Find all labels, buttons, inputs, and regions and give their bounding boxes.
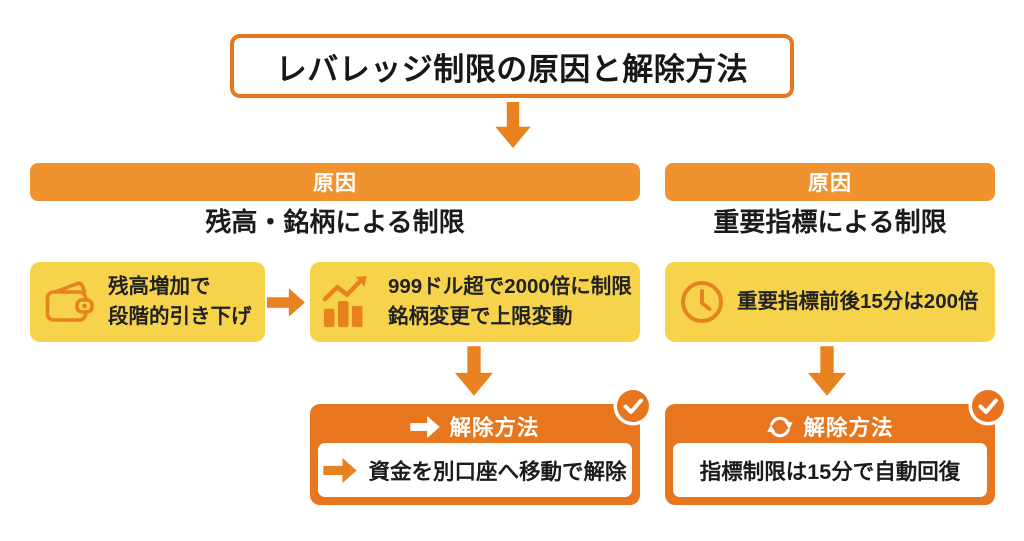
cause-box-balance-text: 残高増加で 段階的引き下げ	[108, 275, 252, 328]
arrow-right-icon	[410, 415, 441, 438]
subtitle-indicator-limit: 重要指標による制限	[713, 207, 947, 237]
check-badge-icon	[968, 386, 1008, 426]
cause-box-symbol: 999ドル超で2000倍に制限 銘柄変更で上限変動	[310, 262, 640, 342]
cause-box-indicator: 重要指標前後15分は200倍	[665, 262, 995, 342]
page-title: レバレッジ制限の原因と解除方法	[230, 34, 794, 98]
solution-box-left: 解除方法 資金を別口座へ移動で解除	[310, 404, 640, 505]
solution-right-title: 解除方法	[803, 416, 894, 440]
cause-banner-left-label: 原因	[313, 172, 357, 195]
page-title-text: レバレッジ制限の原因と解除方法	[275, 51, 749, 87]
solution-left-header: 解除方法	[318, 410, 632, 443]
solution-right-body-text: 指標制限は15分で自動回復	[699, 459, 961, 484]
subtitle-balance-symbol-limit: 残高・銘柄による制限	[205, 207, 465, 237]
cause-banner-left: 原因	[30, 163, 640, 201]
solution-right-body: 指標制限は15分で自動回復	[673, 443, 987, 497]
solution-left-title: 解除方法	[449, 416, 540, 440]
arrow-down-icon	[495, 102, 531, 148]
solution-box-right: 解除方法 指標制限は15分で自動回復	[665, 404, 995, 505]
solution-right-header: 解除方法	[673, 410, 987, 443]
cause-box-indicator-text: 重要指標前後15分は200倍	[737, 290, 979, 314]
cause-box-symbol-text: 999ドル超で2000倍に制限 銘柄変更で上限変動	[388, 275, 632, 328]
refresh-icon	[766, 413, 794, 441]
cause-banner-right-label: 原因	[808, 172, 852, 195]
cause-box-balance: 残高増加で 段階的引き下げ	[30, 262, 265, 342]
bar-chart-up-icon	[322, 275, 376, 329]
cause-banner-right: 原因	[665, 163, 995, 201]
arrow-right-icon	[323, 457, 358, 483]
arrow-right-icon	[267, 288, 305, 317]
solution-left-body: 資金を別口座へ移動で解除	[318, 443, 632, 497]
solution-left-body-text: 資金を別口座へ移動で解除	[368, 459, 627, 484]
arrow-down-icon	[455, 346, 493, 396]
wallet-icon	[44, 279, 96, 325]
check-badge-icon	[613, 386, 653, 426]
clock-icon	[679, 279, 725, 325]
arrow-down-icon	[808, 346, 846, 396]
